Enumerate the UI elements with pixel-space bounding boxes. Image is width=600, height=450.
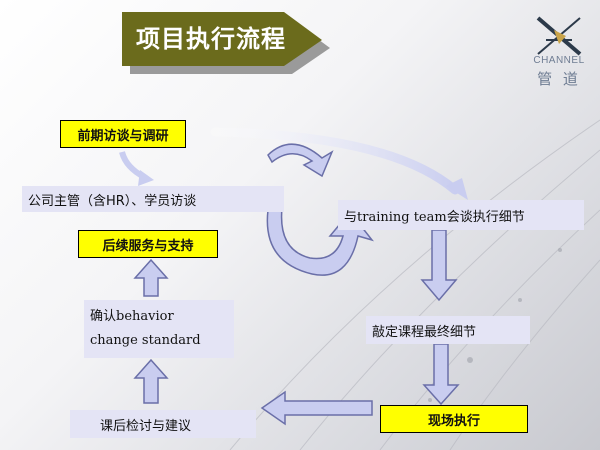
down-arrow-1 [420, 229, 458, 302]
down-arrow-2 [422, 343, 460, 406]
curve-arrow-top [210, 127, 468, 200]
curve-arrow-small [119, 151, 154, 186]
step-confirm-behavior: 确认behavior change standard [84, 300, 234, 358]
step-interviews: 公司主管（含HR）、学员访谈 [22, 186, 284, 212]
step-finalize-course: 敲定课程最终细节 [366, 316, 530, 344]
title-banner [122, 12, 330, 74]
step-post-review: 课后检讨与建议 [70, 410, 256, 438]
step-training-team-label: 与training team会谈执行细节 [344, 209, 525, 225]
channel-logo-icon [536, 16, 582, 56]
up-arrow-2 [133, 258, 169, 297]
logo-chinese-text: 管 道 [537, 70, 581, 88]
step-onsite-execution: 现场执行 [380, 405, 528, 433]
up-arrow-1 [133, 358, 169, 404]
step-followup-support: 后续服务与支持 [78, 230, 218, 258]
logo-brand-text: CHANNEL [533, 55, 585, 66]
confirm-line-2: change standard [90, 333, 201, 348]
step-training-team-meeting: 与training team会谈执行细节 [338, 200, 584, 230]
page-title: 项目执行流程 [136, 25, 286, 53]
confirm-line-1: 确认behavior [90, 309, 174, 324]
left-arrow [260, 390, 373, 426]
step-preliminary-research: 前期访谈与调研 [60, 120, 186, 148]
